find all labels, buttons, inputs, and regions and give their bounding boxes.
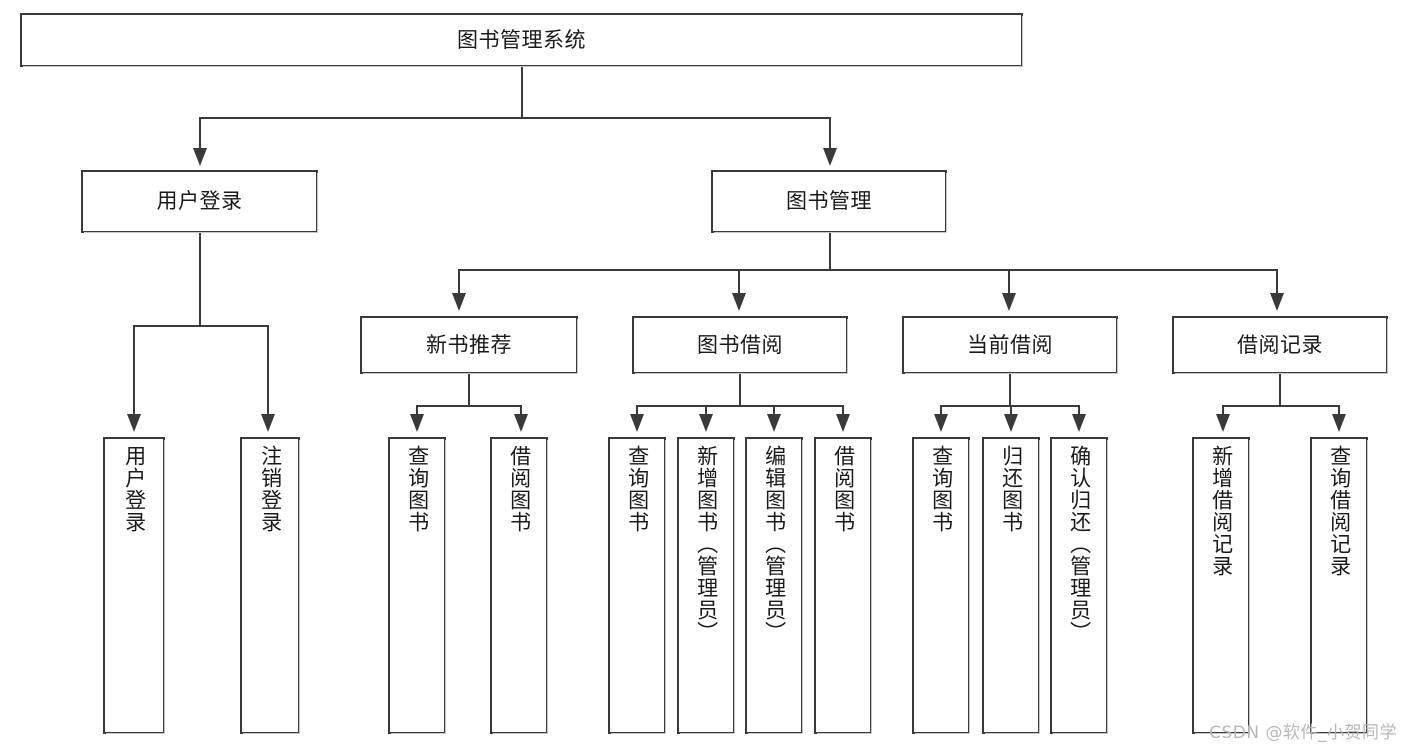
- connector-bb-leaf-3: [773, 405, 775, 417]
- arrowhead-leaf-user-login: [127, 414, 141, 432]
- connector-bb-leaf-1: [636, 405, 638, 417]
- leaf-user-login[interactable]: 用户登录: [103, 437, 165, 734]
- arrowhead-br-leaf-2: [1332, 414, 1346, 432]
- node-label: 借阅记录: [1237, 332, 1323, 357]
- node-label: 确认归还（管理员）: [1067, 445, 1092, 643]
- connector-current-borrow-stem: [1009, 374, 1011, 406]
- connector-borrow-record-stem: [1279, 374, 1281, 406]
- node-current-borrow[interactable]: 当前借阅: [902, 316, 1118, 374]
- arrowhead-cb-leaf-2: [1004, 414, 1018, 432]
- connector-to-book-borrow: [738, 269, 740, 295]
- connector-new-book-recommend-bar: [416, 405, 522, 407]
- arrowhead-user-login: [193, 148, 207, 166]
- leaf-bb-query-book[interactable]: 查询图书: [608, 437, 666, 734]
- leaf-nbr-borrow-book[interactable]: 借阅图书: [490, 437, 548, 734]
- connector-new-book-recommend-stem: [468, 374, 470, 406]
- arrowhead-book-management: [823, 148, 837, 166]
- arrowhead-cb-leaf-3: [1072, 414, 1086, 432]
- leaf-cb-confirm-return-admin[interactable]: 确认归还（管理员）: [1050, 437, 1108, 734]
- connector-book-borrow-stem: [739, 374, 741, 406]
- node-new-book-recommend[interactable]: 新书推荐: [360, 316, 578, 374]
- connector-user-login-stem: [199, 233, 201, 326]
- leaf-br-query-record[interactable]: 查询借阅记录: [1310, 437, 1368, 734]
- arrowhead-borrow-record: [1270, 293, 1284, 311]
- connector-book-borrow-bar: [636, 405, 844, 407]
- connector-nbr-leaf-1: [416, 405, 418, 417]
- connector-to-book-management: [829, 117, 831, 150]
- arrowhead-nbr-leaf-1: [410, 414, 424, 432]
- arrowhead-bb-leaf-2: [699, 414, 713, 432]
- leaf-nbr-query-book[interactable]: 查询图书: [388, 437, 446, 734]
- connector-level3-bar: [458, 269, 1278, 271]
- node-label: 借阅图书: [831, 445, 856, 533]
- connector-cb-leaf-1: [940, 405, 942, 417]
- node-label: 查询借阅记录: [1327, 445, 1352, 577]
- connector-borrow-record-bar: [1222, 405, 1340, 407]
- node-label: 图书借阅: [697, 332, 783, 357]
- connector-br-leaf-1: [1222, 405, 1224, 417]
- node-borrow-record[interactable]: 借阅记录: [1172, 316, 1388, 374]
- node-label: 当前借阅: [967, 332, 1053, 357]
- connector-br-leaf-2: [1338, 405, 1340, 417]
- connector-cb-leaf-2: [1010, 405, 1012, 417]
- arrowhead-new-book-recommend: [452, 293, 466, 311]
- arrowhead-br-leaf-1: [1216, 414, 1230, 432]
- leaf-cb-return-book[interactable]: 归还图书: [982, 437, 1040, 734]
- connector-to-borrow-record: [1276, 269, 1278, 295]
- leaf-cb-query-book[interactable]: 查询图书: [912, 437, 970, 734]
- leaf-bb-edit-book-admin[interactable]: 编辑图书（管理员）: [745, 437, 803, 734]
- node-book-borrow[interactable]: 图书借阅: [632, 316, 848, 374]
- node-book-management[interactable]: 图书管理: [711, 170, 947, 233]
- leaf-bb-add-book-admin[interactable]: 新增图书（管理员）: [677, 437, 735, 734]
- node-label: 新增图书（管理员）: [694, 445, 719, 643]
- node-label: 归还图书: [999, 445, 1024, 533]
- connector-to-current-borrow: [1008, 269, 1010, 295]
- leaf-bb-borrow-book[interactable]: 借阅图书: [814, 437, 872, 734]
- connector-user-login-leaf-1: [133, 325, 135, 416]
- arrowhead-cb-leaf-1: [934, 414, 948, 432]
- csdn-watermark: CSDN @软件_小贺同学: [1209, 723, 1397, 743]
- node-label: 用户登录: [156, 189, 243, 214]
- connector-level2-bar: [199, 117, 831, 119]
- connector-to-user-login: [199, 117, 201, 150]
- leaf-logout[interactable]: 注销登录: [240, 437, 300, 734]
- connector-root-stem: [521, 67, 523, 118]
- arrowhead-book-borrow: [732, 293, 746, 311]
- node-root-book-management-system[interactable]: 图书管理系统: [20, 13, 1023, 67]
- node-user-login[interactable]: 用户登录: [81, 170, 318, 233]
- connector-user-login-bar: [133, 325, 267, 327]
- node-label: 用户登录: [122, 445, 147, 533]
- node-label: 新增借阅记录: [1209, 445, 1234, 577]
- node-label: 编辑图书（管理员）: [762, 445, 787, 643]
- node-label: 查询图书: [929, 445, 954, 533]
- connector-book-management-stem: [829, 233, 831, 271]
- leaf-br-add-record[interactable]: 新增借阅记录: [1192, 437, 1250, 734]
- connector-bb-leaf-4: [842, 405, 844, 417]
- node-label: 图书管理: [786, 189, 872, 214]
- node-label: 新书推荐: [426, 332, 512, 357]
- arrowhead-bb-leaf-1: [630, 414, 644, 432]
- node-label: 查询图书: [625, 445, 650, 533]
- node-label: 图书管理系统: [457, 27, 586, 52]
- node-label: 注销登录: [258, 445, 283, 533]
- connector-user-login-leaf-2: [267, 325, 269, 416]
- arrowhead-current-borrow: [1002, 293, 1016, 311]
- connector-cb-leaf-3: [1078, 405, 1080, 417]
- node-label: 借阅图书: [507, 445, 532, 533]
- arrowhead-bb-leaf-3: [767, 414, 781, 432]
- connector-bb-leaf-2: [705, 405, 707, 417]
- connector-nbr-leaf-2: [520, 405, 522, 417]
- arrowhead-bb-leaf-4: [836, 414, 850, 432]
- connector-to-new-book-recommend: [458, 269, 460, 295]
- arrowhead-leaf-logout: [261, 414, 275, 432]
- node-label: 查询图书: [405, 445, 430, 533]
- arrowhead-nbr-leaf-2: [514, 414, 528, 432]
